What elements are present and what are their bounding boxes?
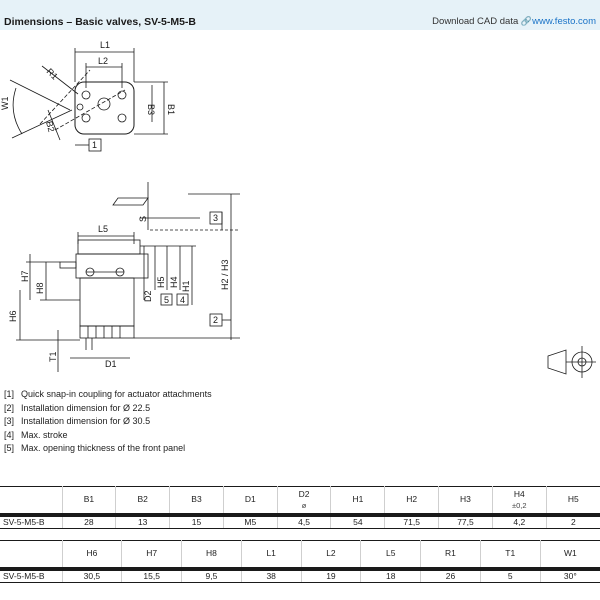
table-header-row: H6 H7 H8 L1 L2 L5 R1 T1 W1	[0, 540, 600, 569]
label-h7: H7	[20, 270, 30, 282]
label-b2: B2	[44, 120, 57, 133]
festo-link[interactable]: www.festo.com	[532, 16, 596, 27]
label-d1: D1	[105, 359, 117, 369]
col-h7: H7	[121, 540, 182, 569]
label-d2: D2	[143, 290, 153, 302]
label-h1: H1	[181, 280, 191, 292]
label-s: S	[138, 216, 148, 222]
download-cad-label[interactable]: Download CAD data	[432, 16, 519, 27]
label-b1: B1	[166, 104, 176, 115]
label-h4: H4	[169, 276, 179, 288]
label-h2-h3: H2 / H3	[220, 259, 230, 290]
side-view	[16, 182, 240, 372]
label-w1: W1	[0, 97, 10, 111]
label-r1: R1	[45, 66, 60, 81]
col-r1: R1	[420, 540, 481, 569]
col-h8: H8	[181, 540, 242, 569]
col-b2: B2	[115, 486, 170, 515]
col-b1: B1	[61, 486, 116, 515]
col-h5: H5	[545, 486, 600, 515]
col-t1: T1	[479, 540, 541, 569]
tag-2: 2	[213, 315, 218, 325]
projection-symbol-icon	[547, 346, 596, 378]
label-l5: L5	[98, 224, 108, 234]
tag-5: 5	[164, 295, 169, 305]
col-h1: H1	[330, 486, 385, 515]
col-w1: W1	[539, 540, 600, 569]
note-item: [3]Installation dimension for Ø 30.5	[4, 416, 151, 427]
col-l5: L5	[360, 540, 421, 569]
col-d1: D1	[222, 486, 278, 515]
label-h6: H6	[8, 310, 18, 322]
note-item: [1]Quick snap-in coupling for actuator a…	[4, 389, 212, 399]
download-cad[interactable]: Download CAD data 🔗www.festo.com	[432, 16, 596, 27]
label-t1: T1	[48, 351, 58, 362]
col-l2: L2	[300, 540, 361, 569]
tag-3: 3	[213, 213, 218, 223]
tag-4: 4	[180, 295, 185, 305]
col-h4: H4±0,2	[491, 486, 547, 515]
page-title: Dimensions – Basic valves, SV-5-M5-B	[4, 16, 196, 28]
col-h6: H6	[61, 540, 122, 569]
col-l1: L1	[240, 540, 302, 569]
label-l2: L2	[98, 56, 108, 66]
col-b3: B3	[169, 486, 224, 515]
top-view	[9, 48, 168, 152]
tag-1: 1	[92, 140, 97, 150]
col-h2: H2	[384, 486, 439, 515]
label-b3: B3	[146, 104, 156, 115]
notes-list: [1]Quick snap-in coupling for actuator a…	[4, 388, 212, 456]
note-item: [4]Max. stroke	[4, 429, 68, 440]
note-item: [5]Max. opening thickness of the front p…	[4, 443, 186, 454]
page-header: Dimensions – Basic valves, SV-5-M5-B Dow…	[0, 0, 600, 30]
note-item: [2]Installation dimension for Ø 22.5	[4, 402, 151, 413]
label-h8: H8	[35, 282, 45, 294]
label-l1: L1	[100, 40, 110, 50]
label-h5: H5	[156, 276, 166, 288]
technical-drawing: L1 L2 B3 B1 W1 B2 R1 1	[0, 40, 596, 378]
link-icon: 🔗	[520, 16, 533, 26]
col-h3: H3	[438, 486, 493, 515]
